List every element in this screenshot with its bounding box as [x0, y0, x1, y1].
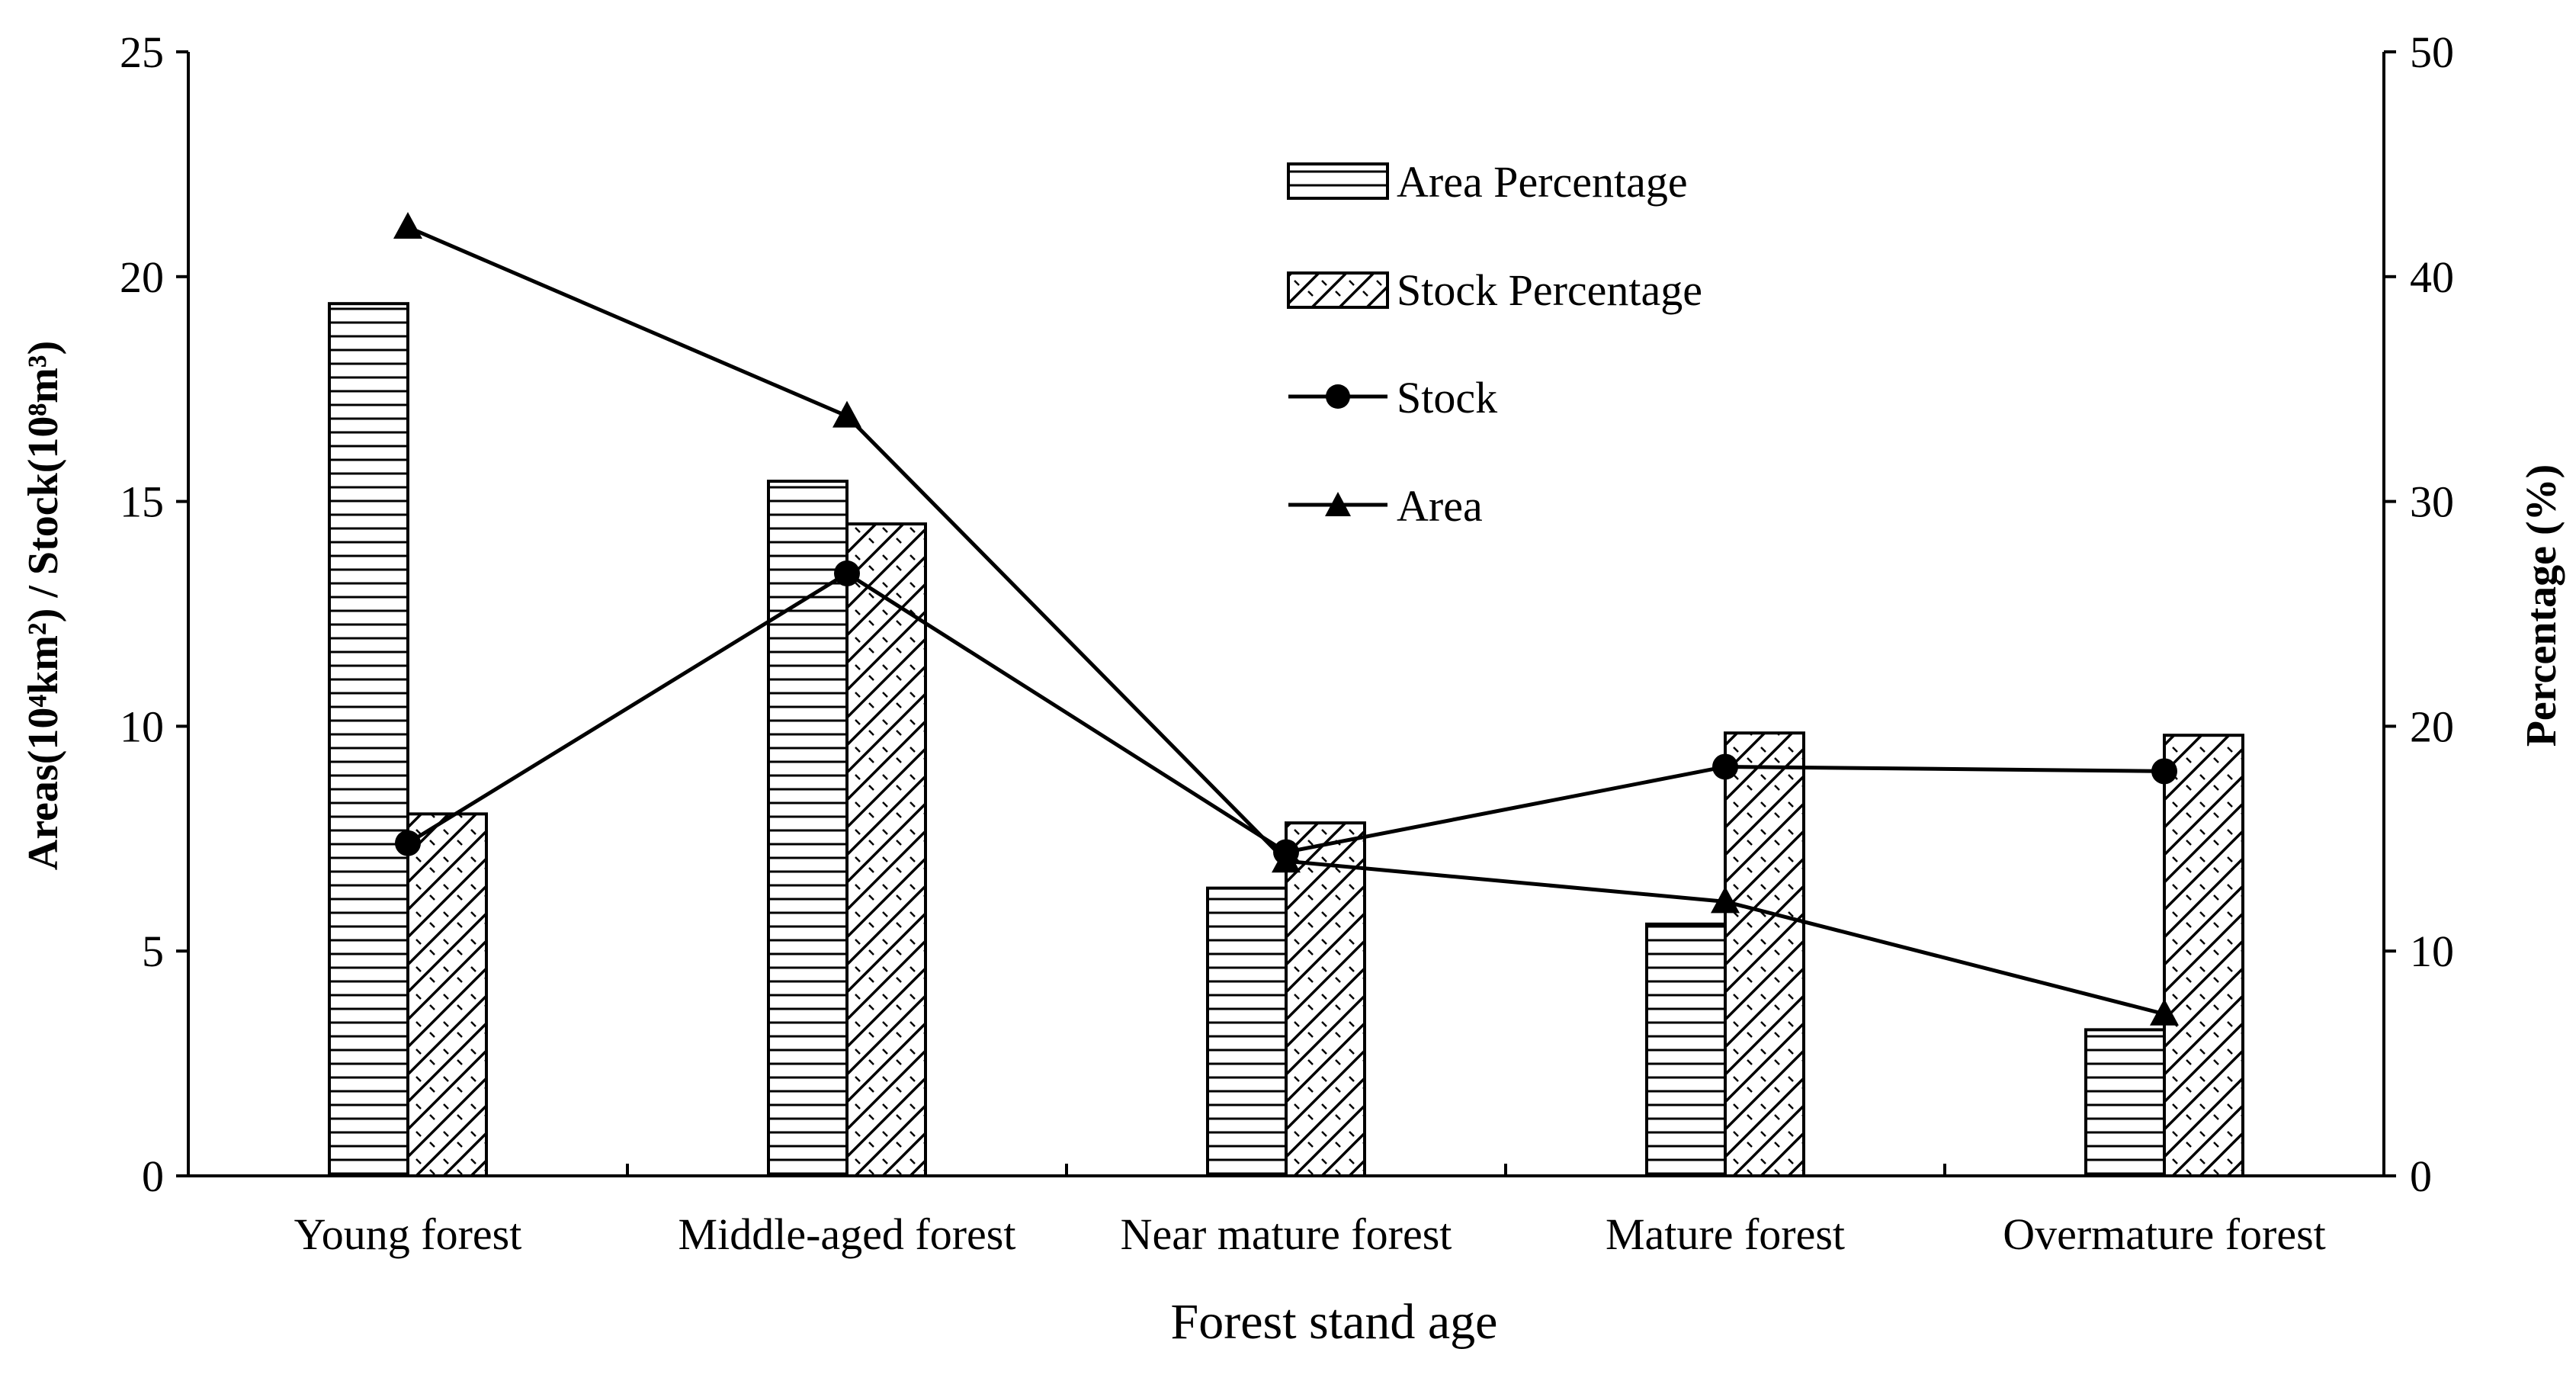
y-right-tick-label: 30: [2410, 477, 2454, 527]
x-tick-label: Overmature forest: [2003, 1209, 2326, 1259]
bar-area-percentage: [328, 302, 409, 1177]
y-left-tick-label: 25: [120, 27, 164, 77]
y-right-tick-label: 40: [2410, 252, 2454, 302]
bar-area-percentage: [1206, 886, 1288, 1177]
point-area: [2150, 998, 2179, 1026]
y-left-tick-label: 0: [142, 1151, 164, 1201]
bar-area-percentage: [1645, 922, 1727, 1177]
legend-swatch-stock-percentage: [1287, 271, 1389, 309]
legend: Area Percentage Stock Percentage Stock A…: [1287, 157, 1702, 531]
y-left-tick-label: 20: [120, 252, 164, 302]
point-stock: [834, 560, 860, 586]
y-right-tick-label: 0: [2410, 1151, 2432, 1201]
legend-label-area: Area: [1397, 481, 1483, 531]
bar-stock-percentage: [2163, 734, 2244, 1177]
y-axis-left-title: Areas(10⁴km²) / Stock(10⁸m³): [20, 341, 67, 870]
legend-label-stock: Stock: [1397, 373, 1497, 422]
bar-area-percentage: [767, 480, 849, 1177]
point-area: [832, 400, 861, 428]
y-left-tick-label: 15: [120, 477, 164, 527]
bar-stock-percentage: [1285, 821, 1366, 1177]
y-right-tick-label: 20: [2410, 702, 2454, 751]
y-left-tick-label: 5: [142, 927, 164, 976]
point-stock: [1712, 753, 1738, 780]
y-axis-right-title: Percentage (%): [2518, 464, 2565, 747]
x-tick-label: Mature forest: [1606, 1209, 1845, 1259]
bar-stock-percentage: [845, 522, 927, 1177]
legend-label-area-percentage: Area Percentage: [1397, 157, 1688, 207]
point-stock: [2151, 758, 2177, 785]
point-stock: [395, 830, 421, 856]
point-area: [1272, 846, 1301, 873]
x-tick-label: Young forest: [294, 1209, 522, 1259]
bar-stock-percentage: [406, 812, 488, 1177]
line-stock: [406, 570, 2165, 855]
legend-swatch-area-percentage: [1287, 162, 1389, 200]
y-right-tick-label: 50: [2410, 27, 2454, 77]
legend-label-stock-percentage: Stock Percentage: [1397, 265, 1702, 315]
point-area: [1711, 886, 1740, 914]
legend-marker-stock: [1326, 384, 1350, 409]
legend-marker-area: [1325, 492, 1351, 516]
x-tick-label: Near mature forest: [1121, 1209, 1452, 1259]
lines-layer: [393, 211, 2179, 1026]
bar-area-percentage: [2084, 1028, 2166, 1177]
bars-layer: [328, 302, 2244, 1177]
y-left-tick-label: 10: [120, 702, 164, 751]
x-tick-label: Middle-aged forest: [678, 1209, 1016, 1259]
y-right-tick-label: 10: [2410, 927, 2454, 976]
bar-stock-percentage: [1724, 731, 1805, 1177]
x-axis-title: Forest stand age: [1171, 1294, 1498, 1350]
point-area: [393, 211, 422, 239]
